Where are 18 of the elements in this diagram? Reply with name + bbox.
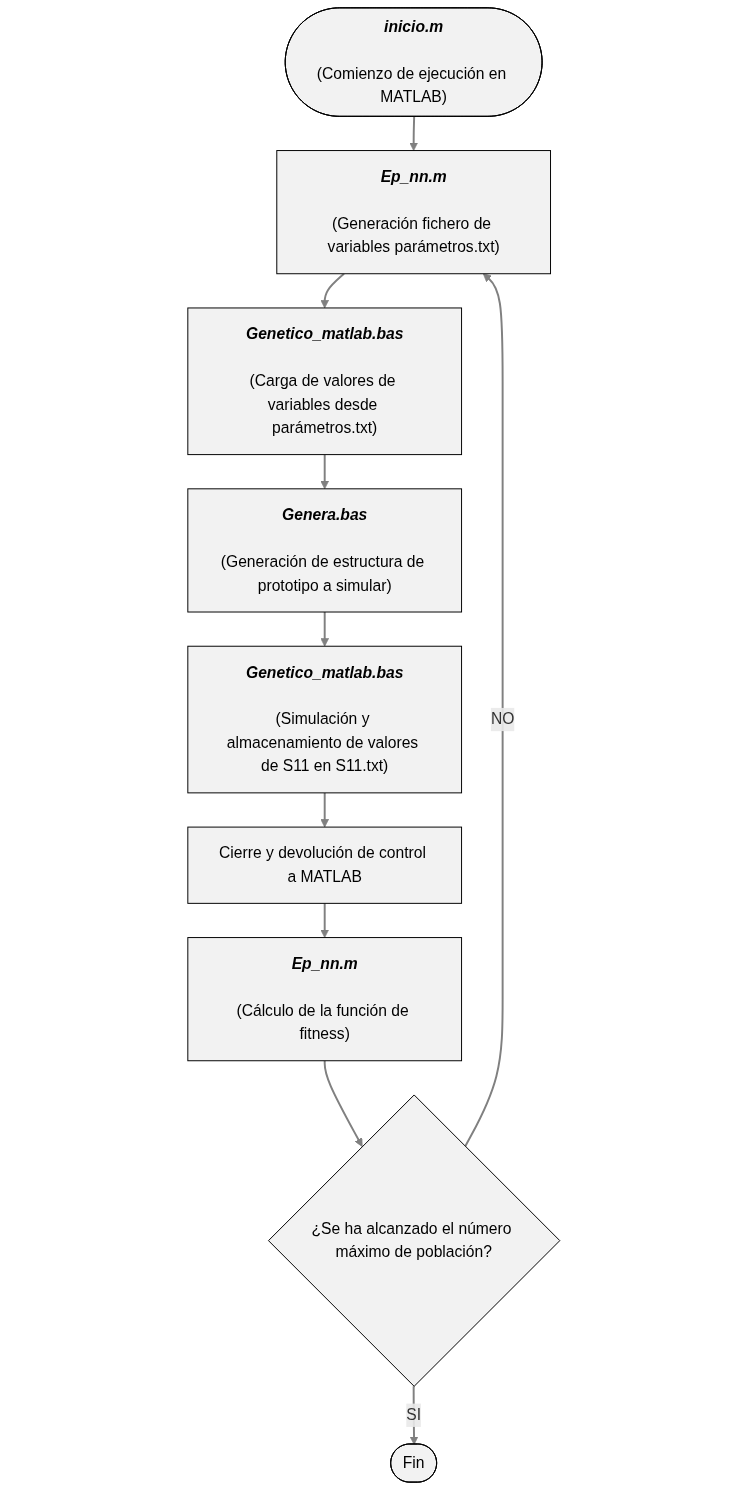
arrow [464,273,504,1148]
arrow [320,611,330,647]
arrow [323,1059,363,1147]
node-diamond: ¿Se ha alcanzado el número máximo de población? [268,1094,561,1387]
node-box: Genetico_matlab.bas (Carga de valores de variables desde parámetros.txt) [187,307,463,456]
edge-label: SI [406,1406,422,1423]
node-box: Genera.bas (Generación de estructura de prototipo a simular) [187,488,463,613]
arrow [320,902,330,938]
arrow [320,272,346,309]
node-box: Genetico_matlab.bas (Simulación y almacenamiento de valores de S11 en S11.txt) [187,645,463,794]
arrow [320,453,330,490]
node-box: Ep_nn.m (Generación fichero de variables parámetros.txt) [276,150,552,275]
arrow [409,115,419,151]
arrow [320,791,330,828]
arrow [409,1385,419,1445]
edge-label: NO [491,710,515,728]
node-box: Ep_nn.m (Cálculo de la función de fitness) [187,937,463,1062]
node-box: Cierre y devolución de control a MATLAB [187,826,463,904]
